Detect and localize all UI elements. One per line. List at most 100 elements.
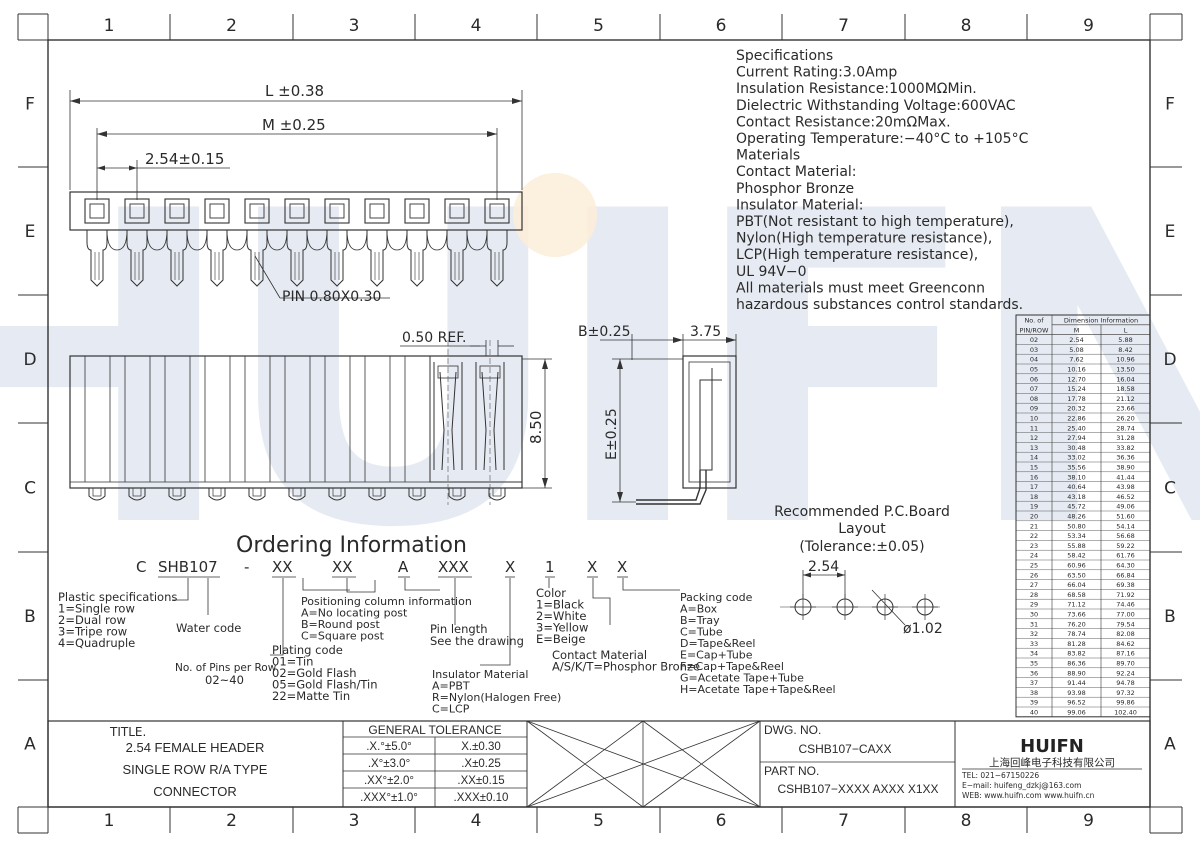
order-positioning: Positioning column information <box>301 595 472 608</box>
table-header-col: M <box>1074 326 1080 334</box>
table-cell: 43.98 <box>1116 483 1135 491</box>
row-label-right: F <box>1165 95 1175 115</box>
table-cell: 18.58 <box>1116 385 1135 393</box>
table-cell: 38.90 <box>1116 464 1135 472</box>
pin-socket <box>204 198 230 224</box>
dim-label-E: E±0.25 <box>604 408 620 460</box>
table-cell: 71.92 <box>1116 591 1135 599</box>
housing-top <box>69 191 523 231</box>
table-cell: 49.06 <box>1116 503 1135 511</box>
order-packing: H=Acetate Tape+Tape&Reel <box>680 683 836 696</box>
order-code-part: X <box>617 558 627 576</box>
table-cell: 99.86 <box>1116 699 1135 707</box>
pin-label: PIN 0.80X0.30 <box>282 289 381 305</box>
pin-socket <box>364 198 390 224</box>
table-cell: 13.50 <box>1116 366 1135 374</box>
top-view: L ±0.38 M ±0.25 2.54±0.15 PIN 0.80X0.30 <box>69 82 523 305</box>
tolerance-angle: .X.°±5.0° <box>366 741 412 753</box>
table-cell: 30.48 <box>1067 444 1086 452</box>
order-positioning: A=No locating post <box>301 607 408 620</box>
table-header-no: No. of <box>1024 317 1044 325</box>
order-contact: A/S/K/T=Phosphor Bronze <box>552 660 700 674</box>
row-label-right: C <box>1164 479 1176 499</box>
table-cell: 02 <box>1030 336 1038 344</box>
pcb-layout: Recommended P.C.Board Layout (Tolerance:… <box>774 504 950 637</box>
table-cell: 17.78 <box>1067 395 1086 403</box>
order-code-part: C <box>136 558 146 576</box>
table-cell: 102.40 <box>1114 709 1137 717</box>
table-cell: 15 <box>1030 464 1038 472</box>
order-pin-length: See the drawing <box>430 634 524 648</box>
table-cell: 29 <box>1030 601 1038 609</box>
row-label-right: A <box>1164 735 1176 755</box>
pin-socket <box>404 198 430 224</box>
order-insulator: A=PBT <box>432 680 470 693</box>
row-label-left: F <box>25 95 35 115</box>
table-cell: 58.42 <box>1067 552 1086 560</box>
pin-lead <box>326 230 348 287</box>
pin-lead <box>166 230 188 287</box>
order-plastic-spec: 3=Tripe row <box>58 625 127 639</box>
table-cell: 12 <box>1030 434 1038 442</box>
table-cell: 26.20 <box>1116 415 1135 423</box>
dim-label-M: M ±0.25 <box>262 116 326 134</box>
pin-lead <box>206 230 228 287</box>
column-label-top: 1 <box>104 16 115 36</box>
table-cell: 54.14 <box>1116 522 1135 530</box>
pcb-pitch-label: 2.54 <box>808 559 839 575</box>
spec-line: Insulation Resistance:1000MΩMin. <box>736 81 977 97</box>
table-cell: 13 <box>1030 444 1038 452</box>
row-label-left: A <box>24 735 36 755</box>
column-label-top: 4 <box>471 16 482 36</box>
order-contact: Contact Material <box>552 648 647 662</box>
spec-line: Operating Temperature:−40°C to +105°C <box>736 131 1029 147</box>
table-cell: 5.88 <box>1118 336 1132 344</box>
table-cell: 73.66 <box>1067 611 1086 619</box>
table-cell: 77.00 <box>1116 611 1135 619</box>
spec-line: Nylon(High temperature resistance), <box>736 231 992 247</box>
table-cell: 66.84 <box>1116 571 1135 579</box>
order-color: Color <box>536 586 566 600</box>
watermark-text: HUIFN <box>0 122 1200 622</box>
table-cell: 16 <box>1030 473 1038 481</box>
pin-lead <box>286 230 308 287</box>
table-cell: 96.52 <box>1067 699 1086 707</box>
table-cell: 34 <box>1030 650 1038 658</box>
pin-socket <box>324 198 350 224</box>
table-cell: 38 <box>1030 689 1038 697</box>
table-cell: 36 <box>1030 669 1038 677</box>
dwg-label: DWG. NO. <box>764 723 821 737</box>
table-cell: 31.28 <box>1116 434 1135 442</box>
table-cell: 59.22 <box>1116 542 1135 550</box>
order-packing: F=Cap+Tape&Reel <box>680 660 784 673</box>
table-cell: 43.18 <box>1067 493 1086 501</box>
front-view: 0.50 REF. 8.50 <box>69 330 552 505</box>
table-cell: 76.20 <box>1067 620 1086 628</box>
pin-lead <box>486 230 508 287</box>
table-cell: 91.44 <box>1067 679 1086 687</box>
order-code-part: XX <box>332 558 353 576</box>
pin-lead <box>246 230 268 287</box>
spec-line: Specifications <box>736 48 833 64</box>
pin-socket <box>84 198 110 224</box>
table-cell: 89.70 <box>1116 660 1135 668</box>
table-cell: 09 <box>1030 405 1038 413</box>
row-label-right: D <box>1163 350 1176 370</box>
table-cell: 22.86 <box>1067 415 1086 423</box>
table-cell: 40.64 <box>1067 483 1086 491</box>
table-cell: 11 <box>1030 424 1038 432</box>
title-line-2: SINGLE ROW R/A TYPE <box>123 762 268 777</box>
column-label-bottom: 5 <box>593 811 604 831</box>
table-cell: 48.26 <box>1067 513 1086 521</box>
order-positioning: B=Round post <box>301 618 381 631</box>
order-packing: Packing code <box>680 591 753 604</box>
table-cell: 33 <box>1030 640 1038 648</box>
table-header-col: PIN/ROW <box>1020 326 1050 334</box>
table-cell: 03 <box>1030 346 1038 354</box>
row-label-left: C <box>24 479 36 499</box>
table-cell: 78.74 <box>1067 630 1086 638</box>
table-cell: 7.62 <box>1069 356 1083 364</box>
pin-socket <box>284 198 310 224</box>
column-label-top: 3 <box>349 16 360 36</box>
column-label-top: 6 <box>716 16 727 36</box>
